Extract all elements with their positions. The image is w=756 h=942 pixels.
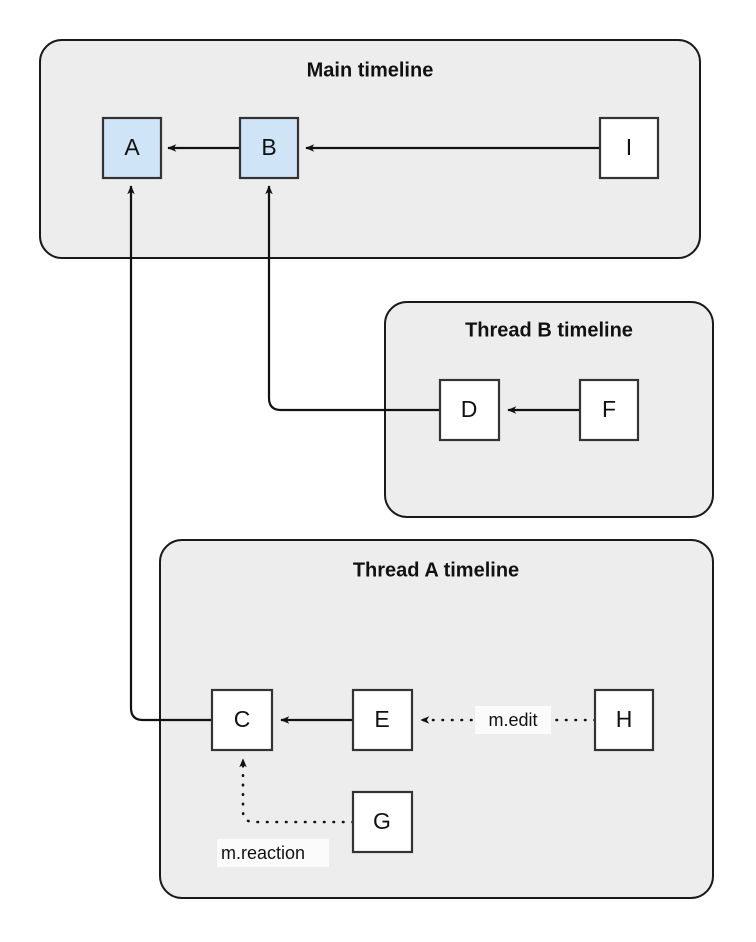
event-e[interactable]: E	[351, 688, 414, 752]
event-d[interactable]: D	[438, 378, 501, 442]
event-c-label: C	[234, 706, 251, 732]
edge-label-m-edit-bg	[475, 706, 551, 734]
event-a-label: A	[124, 134, 140, 160]
event-b-label: B	[261, 134, 276, 160]
edge-c-to-a[interactable]	[127, 185, 212, 722]
event-d-label: D	[461, 396, 478, 422]
event-h[interactable]: H	[593, 688, 655, 752]
event-c[interactable]: C	[210, 688, 274, 752]
group-main-timeline-title: Main timeline	[307, 59, 434, 81]
event-g-box	[351, 790, 414, 854]
event-d-box	[438, 378, 501, 442]
edge-d-to-b[interactable]	[265, 185, 440, 412]
edge-label-m-reaction-bg	[217, 839, 329, 867]
event-f-label: F	[602, 396, 616, 422]
event-i[interactable]: I	[598, 116, 660, 180]
event-g[interactable]: G	[351, 790, 414, 854]
event-e-box	[351, 688, 414, 752]
event-c-box	[210, 688, 274, 752]
group-thread-a-timeline-title: Thread A timeline	[353, 559, 519, 581]
edge-label-m-edit-text: m.edit	[488, 710, 537, 730]
event-h-box	[593, 688, 655, 752]
event-h-label: H	[616, 706, 633, 732]
event-a[interactable]: A	[101, 116, 163, 180]
group-thread-b-timeline-title: Thread B timeline	[465, 319, 633, 341]
edge-label-m-edit: m.edit	[475, 706, 551, 734]
event-b[interactable]: B	[238, 116, 300, 180]
event-b-box	[238, 116, 300, 180]
event-f-box	[578, 378, 640, 442]
event-g-label: G	[373, 808, 391, 834]
edge-label-m-reaction-text: m.reaction	[221, 843, 305, 863]
event-i-box	[598, 116, 660, 180]
event-e-label: E	[374, 706, 389, 732]
event-a-box	[101, 116, 163, 180]
event-f[interactable]: F	[578, 378, 640, 442]
event-i-label: I	[626, 134, 632, 160]
edge-label-m-reaction: m.reaction	[217, 839, 329, 867]
